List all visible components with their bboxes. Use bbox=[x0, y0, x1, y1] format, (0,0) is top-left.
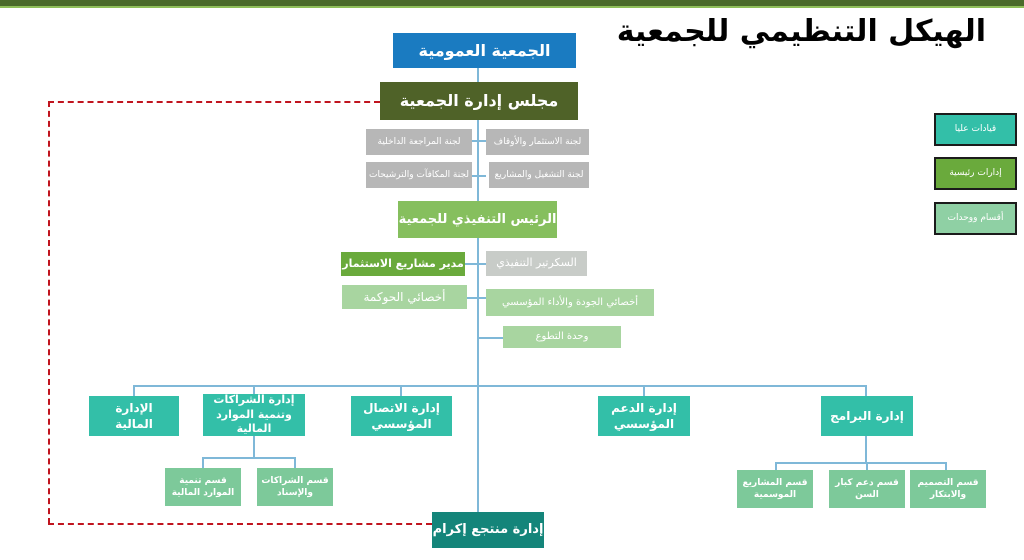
connector-drop-partnerships-support bbox=[294, 457, 296, 469]
committee-internal-audit: لجنة المراجعة الداخلية bbox=[366, 129, 472, 155]
page-title: الهيكل التنظيمي للجمعية bbox=[616, 14, 986, 49]
section-seasonal-projects: قسم المشاريع الموسمية bbox=[737, 470, 813, 508]
connector-programs-down bbox=[865, 436, 867, 462]
board-box: مجلس إدارة الجمعية bbox=[380, 82, 578, 120]
top-accent-stripe bbox=[0, 6, 1024, 8]
section-design-innovation: قسم التصميم والابتكار bbox=[910, 470, 986, 508]
connector-drop-elderly bbox=[866, 462, 868, 472]
section-elderly-support: قسم دعم كبار السن bbox=[829, 470, 905, 508]
connector-main-trunk bbox=[477, 66, 479, 516]
dashed-link-top bbox=[48, 101, 380, 103]
connector-partnerships-bus bbox=[202, 457, 296, 459]
connector-drop-financial-resources bbox=[202, 457, 204, 469]
committee-rewards: لجنة المكافآت والترشيحات bbox=[366, 162, 472, 188]
volunteer-unit-box: وحدة التطوع bbox=[503, 326, 621, 348]
connector-drop-programs bbox=[865, 385, 867, 397]
committee-operations: لجنة التشغيل والمشاريع bbox=[489, 162, 589, 188]
dept-finance: الإدارة المالية bbox=[89, 396, 179, 436]
connector-programs-bus bbox=[775, 462, 947, 464]
connector-drop-partnerships bbox=[253, 385, 255, 395]
section-partnerships-support: قسم الشراكات والإسناد bbox=[257, 468, 333, 506]
dashed-link-bottom bbox=[48, 523, 432, 525]
dept-programs: إدارة البرامج bbox=[821, 396, 913, 436]
governance-specialist-box: أخصائي الحوكمة bbox=[342, 285, 467, 309]
dashed-link-left bbox=[48, 101, 50, 524]
connector-staff-row1 bbox=[452, 263, 486, 265]
connector-drop-communication bbox=[400, 385, 402, 397]
connector-drop-finance bbox=[133, 385, 135, 397]
top-accent-bar bbox=[0, 0, 1024, 6]
dept-partnerships: إدارة الشراكات وتنمية الموارد المالية bbox=[203, 393, 305, 436]
exec-secretary-box: السكرتير التنفيذي bbox=[486, 251, 587, 276]
connector-partnerships-down bbox=[253, 436, 255, 457]
legend-sections-units: أقسام ووحدات bbox=[934, 202, 1017, 235]
quality-specialist-box: أخصائي الجودة والأداء المؤسسي bbox=[486, 289, 654, 316]
legend-main-departments: إدارات رئيسية bbox=[934, 157, 1017, 190]
connector-drop-design bbox=[945, 462, 947, 472]
dept-communication: إدارة الاتصال المؤسسي bbox=[351, 396, 452, 436]
connector-departments-bus bbox=[133, 385, 866, 387]
general-assembly-box: الجمعية العمومية bbox=[393, 33, 576, 68]
connector-drop-support bbox=[643, 385, 645, 397]
connector-staff-row3 bbox=[478, 337, 504, 339]
legend-senior-leadership: قيادات عليا bbox=[934, 113, 1017, 146]
section-financial-resources: قسم تنمية الموارد المالية bbox=[165, 468, 241, 506]
committee-investment: لجنة الاستثمار والأوقاف bbox=[486, 129, 589, 155]
ekram-resort-box: إدارة منتجع إكرام bbox=[432, 512, 544, 548]
dept-support: إدارة الدعم المؤسسي bbox=[598, 396, 690, 436]
ceo-box: الرئيس التنفيذي للجمعية bbox=[398, 201, 557, 238]
investment-manager-box: مدير مشاريع الاستثمار bbox=[341, 252, 465, 276]
connector-drop-seasonal bbox=[775, 462, 777, 472]
connector-staff-row2 bbox=[466, 297, 486, 299]
